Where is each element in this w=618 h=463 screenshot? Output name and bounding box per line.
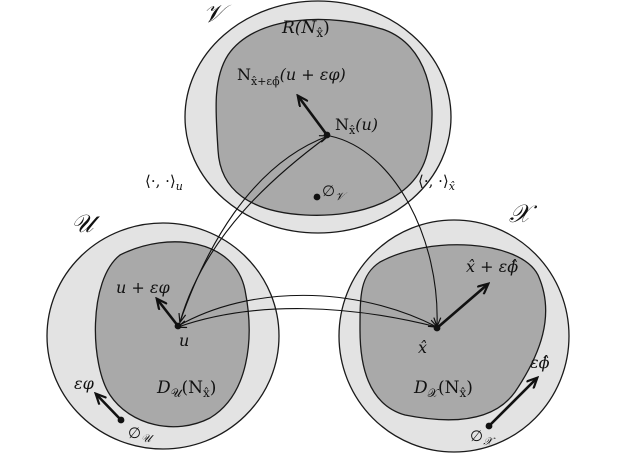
label-xhat-perturbed: x̂ + εϕ̂ [466, 257, 518, 276]
connector-xhat-u-lower [178, 308, 438, 327]
point-zero-X [485, 422, 493, 430]
region-label-U: D𝒰(Nx̂) [156, 378, 216, 400]
set-U-inner-region [94, 241, 250, 428]
set-X-name: 𝒳 [509, 199, 538, 228]
label-inner-product-xhat: ⟨·, ·⟩x̂ [418, 172, 456, 193]
connector-u-xhat-upper [177, 294, 437, 327]
vector-u-perturbation [157, 299, 180, 327]
point-zero-U [117, 416, 125, 424]
point-zero-V [313, 193, 321, 201]
vector-eps-phi [96, 394, 122, 421]
label-u: u [179, 331, 189, 350]
label-u-perturbed: u + εφ [116, 278, 170, 297]
point-Nx-u [323, 131, 331, 139]
set-X-inner-region [359, 244, 547, 421]
label-eps-phi-hat: εϕ̂ [530, 353, 550, 372]
set-U-name: 𝒰 [71, 209, 100, 238]
set-X [338, 219, 570, 453]
label-Nx-perturbed: Nx̂+εϕ̂(u + εφ) [237, 65, 346, 88]
vector-Nx-perturbation [298, 96, 329, 136]
connector-u-to-Nx [179, 136, 328, 323]
label-xhat: x̂ [418, 338, 427, 357]
region-label-X: D𝒳(Nx̂) [413, 378, 473, 400]
point-xhat [433, 324, 441, 332]
vector-xhat-perturbation [436, 284, 488, 329]
set-V [184, 0, 452, 234]
connector-Nx-to-xhat [329, 135, 437, 326]
connector-Nx-to-u [180, 135, 329, 322]
point-u [174, 322, 182, 330]
region-label-V-sub: x̂ [316, 26, 323, 40]
vector-eps-phi-hat [488, 378, 537, 427]
label-eps-phi: εφ [74, 374, 95, 393]
set-V-inner-region [215, 18, 433, 216]
set-V-name: 𝒱 [203, 0, 232, 28]
label-inner-product-u: ⟨·, ·⟩u [145, 172, 183, 193]
region-label-V: R(Nx̂) [281, 18, 330, 40]
label-zero-U: ∅𝒰 [128, 424, 154, 445]
set-U [46, 222, 280, 450]
label-Nx-u: Nx̂(u) [335, 115, 378, 137]
